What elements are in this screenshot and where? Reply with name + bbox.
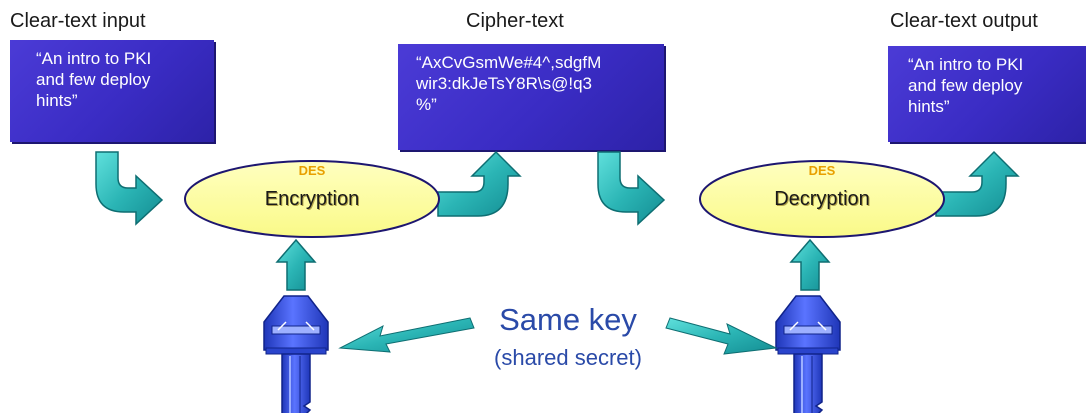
- arrow-cipher-to-decryption: [597, 151, 665, 225]
- clear-text-output-box: “An intro to PKI and few deploy hints”: [888, 46, 1086, 142]
- arrow-key-to-encryption: [276, 239, 316, 291]
- arrow-decryption-to-output: [935, 151, 1019, 217]
- arrow-key-to-decryption: [790, 239, 830, 291]
- clear-text-output-label: Clear-text output: [890, 10, 1038, 32]
- clear-text-input-content: “An intro to PKI and few deploy hints”: [36, 49, 152, 110]
- encryption-key-icon: [263, 295, 329, 413]
- encryption-ellipse: [184, 160, 440, 238]
- cipher-text-label: Cipher-text: [466, 10, 564, 32]
- arrow-note-to-left-key: [338, 317, 475, 353]
- cipher-text-box: “AxCvGsmWe#4^,sdgfM wir3:dkJeTsY8R\s@!q3…: [398, 44, 664, 150]
- encryption-label: Encryption: [264, 188, 360, 210]
- decryption-algorithm: DES: [808, 163, 836, 178]
- clear-text-input-label: Clear-text input: [10, 10, 146, 32]
- decryption-label: Decryption: [774, 188, 870, 210]
- cipher-text-content: “AxCvGsmWe#4^,sdgfM wir3:dkJeTsY8R\s@!q3…: [416, 53, 602, 114]
- arrow-note-to-right-key: [665, 317, 778, 355]
- encryption-algorithm: DES: [298, 163, 326, 178]
- clear-text-input-box: “An intro to PKI and few deploy hints”: [10, 40, 214, 142]
- decryption-key-icon: [775, 295, 841, 413]
- clear-text-output-content: “An intro to PKI and few deploy hints”: [908, 55, 1024, 116]
- same-key-subtitle: (shared secret): [494, 345, 642, 370]
- arrow-input-to-encryption: [95, 151, 163, 225]
- decryption-ellipse: [699, 160, 945, 238]
- arrow-encryption-to-cipher: [437, 151, 521, 217]
- same-key-title: Same key: [499, 302, 637, 337]
